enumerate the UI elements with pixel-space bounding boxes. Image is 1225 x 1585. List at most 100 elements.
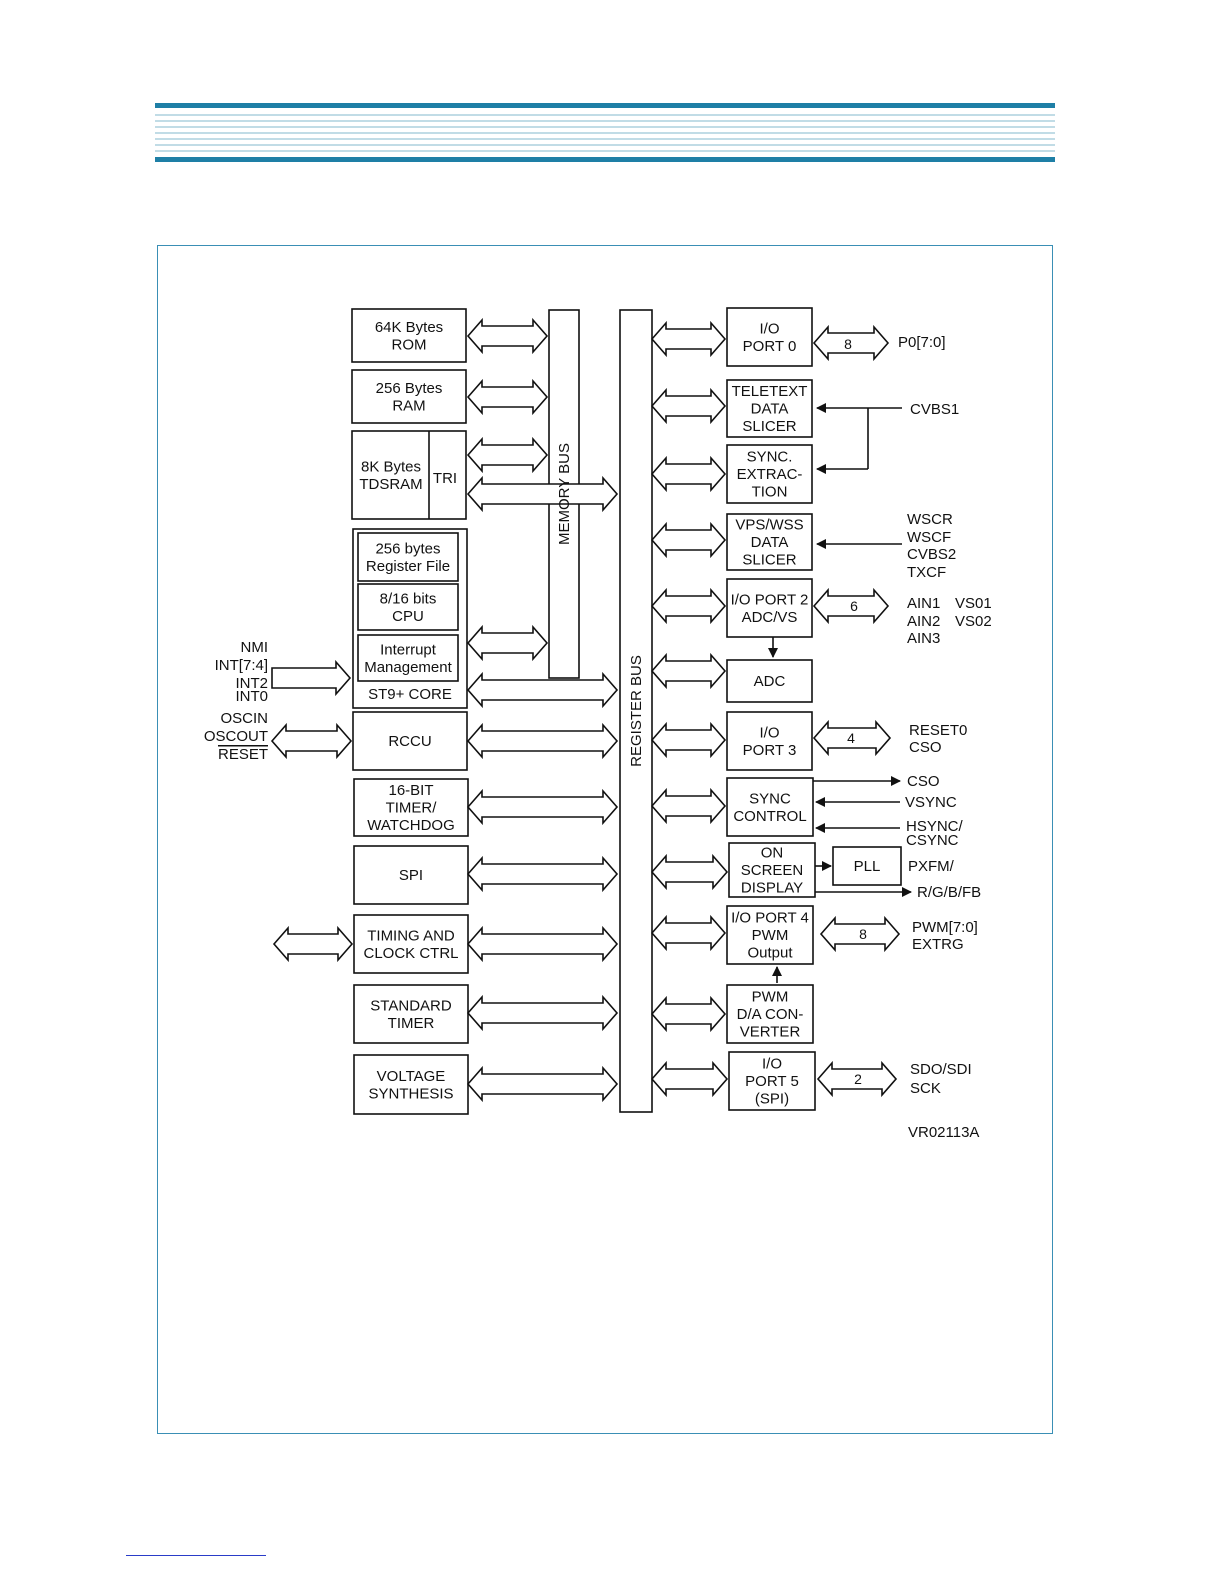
sync-extraction-block (726, 444, 813, 504)
io-port4-block-label-line-2: PWM (752, 927, 789, 944)
sck-label: SCK (910, 1080, 941, 1097)
standard-timer-register-bus-arrow (466, 994, 619, 1032)
pwm-dac-block-label-line-3: VERTER (740, 1024, 801, 1041)
port5-output-arrow (816, 1060, 898, 1098)
sync-control-register-bus-arrow (650, 787, 727, 825)
register-file-block (357, 532, 459, 582)
voltage-register-bus-arrow (466, 1065, 619, 1103)
teletext-slicer-block-label-line-2: DATA (751, 401, 789, 418)
sync-extraction-block-label-line-3: TION (752, 484, 788, 501)
tri-label: TRI (433, 470, 457, 487)
osd-block (728, 842, 816, 898)
sync-cso-label: CSO (907, 773, 940, 790)
interrupt-block-label-line-1: Interrupt (380, 641, 437, 658)
pwm-dac-block (726, 984, 814, 1044)
wscf-label: WSCF (907, 529, 951, 546)
int0-label: INT0 (235, 688, 268, 705)
tdsram-block (351, 430, 467, 520)
cpu-block (357, 583, 459, 631)
io-port4-block-label-line-3: Output (747, 945, 793, 962)
port5-register-bus-arrow (650, 1060, 729, 1098)
core-register-bus-arrow (466, 671, 619, 709)
pwm-dac-block-label-line-2: D/A CON- (737, 1006, 804, 1023)
diagram-frame (157, 245, 1053, 1434)
register-file-block-label-line-2: Register File (366, 558, 450, 575)
sync-control-block-label-line-1: SYNC (749, 790, 791, 807)
rccu-register-bus-arrow (466, 722, 619, 760)
io-port2-block (726, 578, 813, 638)
port0-register-bus-arrow (650, 320, 727, 358)
teletext-slicer-block-label-line-3: SLICER (742, 418, 796, 435)
rccu-block-label-line-1: RCCU (388, 733, 431, 750)
interrupt-input-arrow (271, 659, 352, 697)
io-port5-block (728, 1051, 816, 1111)
csync-label: CSYNC (906, 832, 959, 849)
sdo-sdi-label: SDO/SDI (910, 1061, 972, 1078)
timing-clock-block-label-line-1: TIMING AND (367, 927, 455, 944)
teletext-register-bus-arrow (650, 387, 727, 425)
standard-timer-block-label-line-2: TIMER (388, 1015, 435, 1032)
vps-register-bus-arrow (650, 521, 727, 559)
io-port3-block-label-line-2: PORT 3 (743, 742, 797, 759)
timer-watchdog-block-label-line-1: 16-BIT (388, 782, 433, 799)
hsync-label: HSYNC/ (906, 818, 964, 835)
rgb-label: R/G/B/FB (917, 884, 981, 901)
pll-block (832, 846, 902, 886)
cvbs2-label: CVBS2 (907, 546, 956, 563)
io-port0-block-label-line-2: PORT 0 (743, 338, 797, 355)
ram-block-label-line-2: RAM (392, 397, 425, 414)
vps-wss-slicer-block-label-line-3: SLICER (742, 552, 796, 569)
io-port4-block (726, 905, 814, 965)
io-port0-block (726, 307, 813, 367)
register-bus (619, 309, 653, 1113)
tdsram-register-bus-arrow (466, 475, 619, 513)
tdsram-memory-bus-arrow (466, 436, 549, 474)
port3-width: 4 (847, 730, 855, 746)
pwm-dac-register-bus-arrow (650, 995, 727, 1033)
port4-width: 8 (859, 926, 867, 942)
port3-register-bus-arrow (650, 721, 727, 759)
port3-cso-label: CSO (909, 739, 942, 756)
rom-memory-bus-arrow (466, 317, 549, 355)
oscin-label: OSCIN (220, 710, 268, 727)
rom-block-label-line-2: ROM (392, 336, 427, 353)
pwm70-label: PWM[7:0] (912, 919, 978, 936)
txcf-label: TXCF (907, 564, 946, 581)
io-port3-block (726, 711, 813, 771)
voltage-synthesis-block-label-line-1: VOLTAGE (377, 1068, 446, 1085)
oscout-label: OSCOUT (204, 728, 268, 745)
port5-width: 2 (854, 1071, 862, 1087)
spi-block-label-line-1: SPI (399, 867, 423, 884)
adc-block (726, 659, 813, 703)
extrg-label: EXTRG (912, 936, 964, 953)
timer-register-bus-arrow (466, 788, 619, 826)
osd-block-label-line-2: SCREEN (741, 862, 804, 879)
io-port2-block-label-line-2: ADC/VS (742, 609, 798, 626)
vps-wss-slicer-block-label-line-2: DATA (751, 534, 789, 551)
ram-block (351, 369, 467, 424)
cpu-block-label-line-1: 8/16 bits (380, 590, 437, 607)
io-port5-block-label-line-2: PORT 5 (745, 1073, 799, 1090)
ram-memory-bus-arrow (466, 378, 549, 416)
st9-core-label: ST9+ CORE (368, 686, 452, 703)
sync-extraction-register-bus-arrow (650, 455, 727, 493)
teletext-slicer-block-label-line-1: TELETEXT (732, 383, 808, 400)
st9-core-block (352, 528, 468, 709)
standard-timer-block-label-line-1: STANDARD (370, 997, 452, 1014)
sync-extraction-block-label-line-1: SYNC. (747, 449, 793, 466)
ain1-label: AIN1 (907, 595, 940, 612)
sync-control-block (726, 777, 814, 837)
io-port3-block-label-line-1: I/O (759, 724, 779, 741)
rccu-osc-arrow (270, 722, 353, 760)
vps-wss-slicer-block-label-line-1: VPS/WSS (735, 517, 803, 534)
footer-rule (126, 1555, 266, 1556)
ram-block-label-line-1: 256 Bytes (376, 380, 443, 397)
p0-signal-label: P0[7:0] (898, 334, 946, 351)
io-port5-block-label-line-3: (SPI) (755, 1091, 789, 1108)
io-port2-block-label-line-1: I/O PORT 2 (731, 591, 809, 608)
register-bus-label: REGISTER BUS (628, 655, 645, 767)
interrupt-block-label-line-2: Management (364, 659, 452, 676)
pwm-dac-block-label-line-1: PWM (752, 989, 789, 1006)
vps-wss-slicer-block (726, 513, 813, 571)
